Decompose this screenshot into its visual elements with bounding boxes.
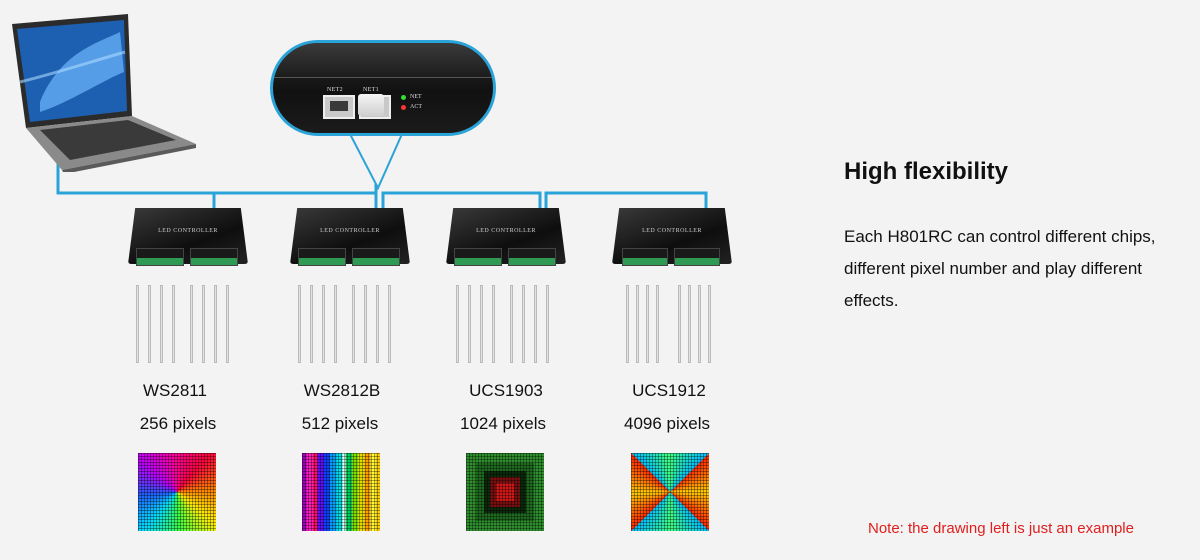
section-description: Each H801RC can control different chips,…	[844, 227, 1156, 310]
led-controller-icon: LED CONTROLLER	[446, 208, 566, 278]
zoom-pointer	[348, 133, 404, 191]
led-strip-tubes	[456, 285, 556, 363]
led-controller-icon: LED CONTROLLER	[612, 208, 732, 278]
squares-pattern-image	[466, 453, 544, 531]
swirl-pattern-image	[138, 453, 216, 531]
example-note: Note: the drawing left is just an exampl…	[868, 520, 1134, 537]
port-label-net1: NET1	[363, 87, 379, 93]
ethernet-plug-icon	[358, 94, 384, 116]
led-label-net: NET	[410, 94, 422, 100]
bars-pattern-image	[302, 453, 380, 531]
led-strip-tubes	[298, 285, 398, 363]
led-strip-tubes	[136, 285, 236, 363]
laptop-icon	[0, 12, 200, 174]
chip-label: WS2812B	[303, 381, 381, 400]
controller-title: LED CONTROLLER	[158, 228, 218, 234]
wire-controller-2-to-3	[381, 191, 542, 210]
port-zoom-panel: NET2 NET1 NET ACT	[270, 40, 496, 136]
section-heading: High flexibility	[844, 158, 1009, 185]
pixel-count: 4096 pixels	[623, 414, 710, 433]
chip-label: UCS1903	[469, 381, 543, 400]
controller-edge	[273, 43, 493, 78]
controller-title: LED CONTROLLER	[476, 228, 536, 234]
ethernet-port-icon	[323, 95, 355, 119]
x-pattern-image	[631, 453, 709, 531]
led-strip-tubes	[626, 285, 726, 363]
pixel-count: 256 pixels	[139, 414, 217, 433]
wire-laptop-to-controller-1	[56, 150, 216, 210]
led-controller-icon: LED CONTROLLER	[128, 208, 248, 278]
led-label-act: ACT	[410, 104, 422, 110]
act-led-icon	[401, 105, 406, 110]
led-controller-icon: LED CONTROLLER	[290, 208, 410, 278]
wire-controller-3-to-4	[544, 191, 708, 210]
chip-label: UCS1912	[632, 381, 706, 400]
net-led-icon	[401, 95, 406, 100]
controller-title: LED CONTROLLER	[320, 228, 380, 234]
pixel-count: 512 pixels	[301, 414, 379, 433]
pixel-count: 1024 pixels	[459, 414, 546, 433]
controller-title: LED CONTROLLER	[642, 228, 702, 234]
chip-label: WS2811	[143, 381, 207, 400]
port-label-net2: NET2	[327, 87, 343, 93]
